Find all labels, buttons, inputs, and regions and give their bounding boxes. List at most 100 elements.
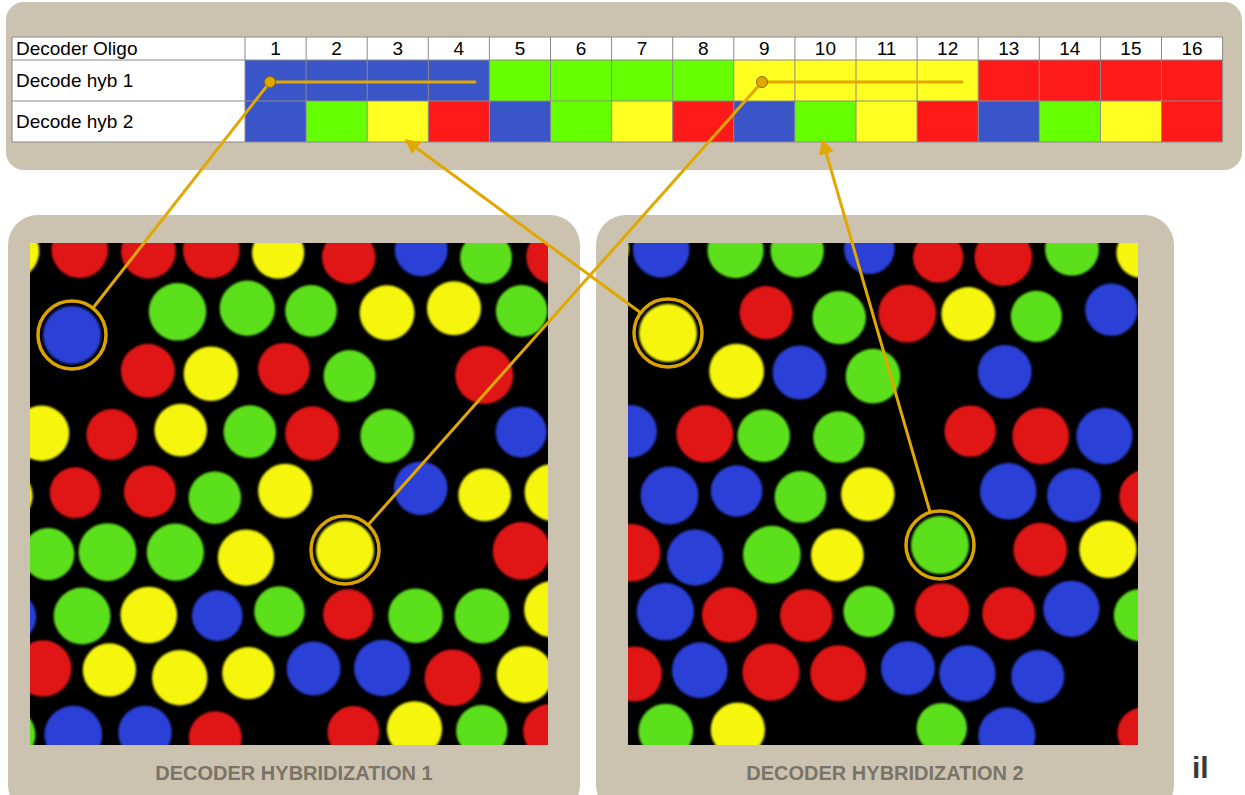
bead xyxy=(322,243,375,284)
bead xyxy=(30,591,36,643)
bead xyxy=(707,243,763,278)
bead xyxy=(841,468,895,522)
bead xyxy=(639,704,694,745)
bead xyxy=(120,587,177,644)
bead xyxy=(387,701,442,745)
panel-caption: DECODER HYBRIDIZATION 1 xyxy=(8,759,580,787)
bead xyxy=(1011,291,1062,342)
bead xyxy=(121,344,175,398)
oligo-number: 9 xyxy=(759,37,770,60)
bead xyxy=(881,641,935,695)
bead xyxy=(43,306,101,364)
bead xyxy=(1047,468,1101,522)
bead xyxy=(220,281,275,336)
bead xyxy=(743,526,801,584)
bead xyxy=(770,243,823,277)
bead xyxy=(224,405,277,458)
oligo-number: 13 xyxy=(998,37,1019,60)
bead xyxy=(425,649,482,706)
bead xyxy=(1079,521,1136,578)
bead xyxy=(780,589,833,642)
table-ground xyxy=(12,37,1223,142)
bead xyxy=(252,243,304,279)
bead xyxy=(915,583,969,637)
leader-dots xyxy=(265,77,768,88)
bead xyxy=(628,646,662,701)
bead xyxy=(1119,469,1138,524)
column-heading: Decoder Oligo xyxy=(16,37,137,60)
oligo-number: 4 xyxy=(454,37,465,60)
bead xyxy=(496,285,548,337)
oligo-number: 2 xyxy=(331,37,342,60)
bead xyxy=(30,528,74,580)
bead xyxy=(360,285,415,340)
bead xyxy=(54,588,111,645)
bead xyxy=(222,647,274,699)
row-heading: Decode hyb 1 xyxy=(16,60,133,101)
bead xyxy=(184,346,239,401)
bead xyxy=(258,343,310,395)
bead xyxy=(843,586,894,637)
bead xyxy=(458,469,511,522)
bead-image xyxy=(30,243,548,745)
bead xyxy=(83,643,136,696)
bead xyxy=(30,640,71,696)
bead xyxy=(51,243,108,278)
oligo-number: 15 xyxy=(1120,37,1141,60)
bead-image xyxy=(628,243,1138,745)
oligo-number: 5 xyxy=(515,37,526,60)
bead xyxy=(628,405,657,458)
bead xyxy=(323,589,373,639)
bead xyxy=(360,409,414,463)
bead xyxy=(1117,708,1138,745)
leader-lines xyxy=(93,82,962,525)
bead xyxy=(456,705,507,745)
oligo-number: 16 xyxy=(1181,37,1202,60)
bead xyxy=(773,345,827,399)
bead xyxy=(455,589,510,644)
bead xyxy=(287,642,341,696)
bead xyxy=(1012,408,1069,465)
bead xyxy=(523,704,548,745)
bead xyxy=(316,521,374,579)
bead xyxy=(813,411,864,462)
bead xyxy=(1043,581,1099,637)
bead xyxy=(149,283,207,341)
bead xyxy=(978,707,1035,745)
bead xyxy=(525,464,548,521)
bead xyxy=(637,583,694,640)
bead xyxy=(79,523,137,581)
bead xyxy=(354,640,410,696)
bead xyxy=(913,243,964,283)
oligo-number: 3 xyxy=(392,37,403,60)
bead xyxy=(30,406,69,461)
bead xyxy=(844,243,895,274)
bead xyxy=(1045,243,1099,276)
bead xyxy=(628,243,629,275)
oligo-number: 1 xyxy=(270,37,281,60)
bead xyxy=(192,590,243,641)
oligo-number: 7 xyxy=(637,37,648,60)
bead xyxy=(702,587,757,642)
bead xyxy=(810,645,866,701)
bead xyxy=(285,285,337,337)
bead xyxy=(667,529,723,585)
bead xyxy=(189,472,241,524)
oligo-number: 8 xyxy=(698,37,709,60)
bead xyxy=(258,464,312,518)
bead xyxy=(493,522,548,580)
bead xyxy=(388,589,443,644)
bead xyxy=(812,291,865,344)
bead xyxy=(152,650,207,705)
bead xyxy=(30,243,39,279)
bead xyxy=(672,642,728,698)
bead xyxy=(639,304,697,362)
bead xyxy=(941,287,995,341)
bead xyxy=(1114,589,1138,641)
bead xyxy=(917,703,967,745)
oligo-number: 12 xyxy=(937,37,958,60)
oligo-number: 14 xyxy=(1059,37,1080,60)
bead xyxy=(944,405,995,456)
bead xyxy=(633,243,690,278)
panel-caption: DECODER HYBRIDIZATION 2 xyxy=(596,759,1174,787)
